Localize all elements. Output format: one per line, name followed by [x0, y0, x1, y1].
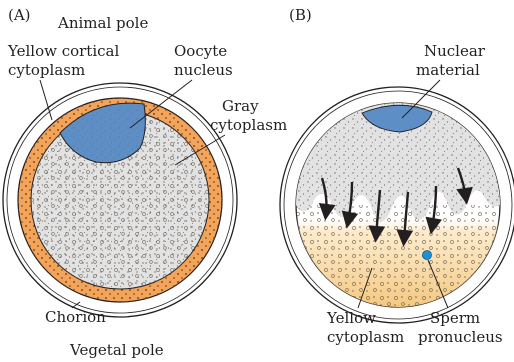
- panel-b-tag: (B): [289, 6, 312, 24]
- gray-cytoplasm-label-line1: Gray: [222, 97, 259, 115]
- nuclear-material-label-line1: Nuclear: [424, 42, 486, 60]
- panel-a-embryo: [3, 83, 237, 317]
- chorion-label: Chorion: [45, 308, 106, 326]
- vegetal-pole-label: Vegetal pole: [69, 341, 164, 359]
- yellow-cytoplasm-label-line1: Yellow: [326, 309, 376, 327]
- animal-pole-label: Animal pole: [57, 14, 148, 32]
- yellow-cortical-label-line1: Yellow cortical: [7, 42, 119, 60]
- nuclear-material-label-line2: material: [416, 61, 480, 79]
- sperm-pronucleus-dot: [423, 251, 432, 260]
- panel-b-embryo: [280, 87, 514, 323]
- panel-a-tag: (A): [8, 6, 31, 24]
- yellow-cytoplasm-label-line2: cytoplasm: [327, 328, 404, 346]
- oocyte-nucleus-label-line1: Oocyte: [174, 42, 227, 60]
- sperm-pronucleus-label-line1: Sperm: [430, 309, 480, 327]
- oocyte-nucleus-label-line2: nucleus: [174, 61, 233, 79]
- gray-cytoplasm-label-line2: cytoplasm: [210, 116, 287, 134]
- yellow-cortical-label-line2: cytoplasm: [8, 61, 85, 79]
- sperm-pronucleus-label-line2: pronucleus: [418, 328, 503, 346]
